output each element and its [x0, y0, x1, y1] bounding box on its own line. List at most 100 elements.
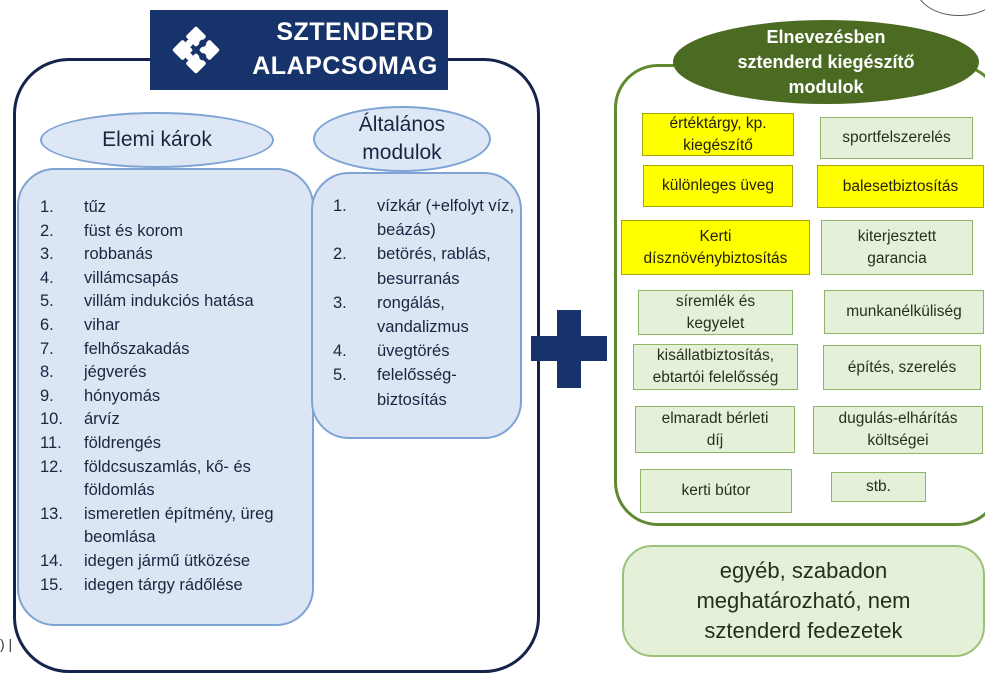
- module-label-line2: ebtartói felelősség: [652, 369, 779, 386]
- list-item-label: földcsuszamlás, kő- és földomlás: [84, 457, 251, 500]
- list-item-label: robbanás: [84, 245, 153, 264]
- puzzle-icon: [172, 26, 220, 74]
- altalanos-heading-line1: Általános: [358, 113, 446, 136]
- list-item-label: üvegtörés: [377, 342, 450, 361]
- module-label-line1: sportfelszerelés: [842, 129, 951, 146]
- list-item-number: 2.: [333, 245, 347, 264]
- package-title-line1: SZTENDERD: [276, 18, 434, 46]
- module-kerti-butor: kerti bútor: [640, 469, 792, 513]
- module-label-line2: költségei: [867, 432, 929, 449]
- list-item: 5. felelősség-biztosítás: [333, 363, 521, 411]
- list-item: 13.ismeretlen építmény, üreg beomlása: [40, 503, 312, 550]
- list-item: 2. füst és korom: [40, 220, 312, 244]
- elemi-karok-heading-text: Elemi károk: [102, 128, 212, 151]
- list-item-label: füst és korom: [84, 221, 184, 240]
- list-item-number: 15.: [40, 575, 63, 594]
- list-item-number: 7.: [40, 339, 54, 358]
- list-item-number: 10.: [40, 410, 63, 429]
- list-item-number: 4.: [40, 268, 54, 287]
- module-ertektargy: értéktárgy, kp. kiegészítő: [642, 113, 794, 156]
- elemi-karok-list: 1. tűz 2. füst és korom 3. robbanás 4. villá…: [40, 196, 312, 597]
- list-item-number: 3.: [40, 245, 54, 264]
- list-item-number: 9.: [40, 386, 54, 405]
- list-item: 14. idegen jármű ütközése: [40, 550, 312, 574]
- list-item-number: 14.: [40, 551, 63, 570]
- module-elmaradt-berleti-dij: elmaradt bérleti díj: [635, 406, 795, 453]
- list-item-label: felhőszakadás: [84, 339, 190, 358]
- module-balesetbiztositas: balesetbiztosítás: [817, 165, 984, 208]
- list-item-label: betörés, rablás, besurranás: [377, 245, 491, 288]
- list-item: 3. robbanás: [40, 243, 312, 267]
- module-label-line1: értéktárgy, kp.: [669, 114, 767, 132]
- module-label-line1: balesetbiztosítás: [842, 177, 959, 195]
- list-item: 15. idegen tárgy rádőlése: [40, 574, 312, 598]
- list-item-number: 5.: [40, 292, 54, 311]
- edge-page-mark: ) |: [0, 636, 13, 652]
- list-item-label: felelősség-biztosítás: [377, 366, 457, 409]
- list-item-number: 1.: [333, 197, 347, 215]
- package-title-banner: SZTENDERD ALAPCSOMAG: [150, 10, 448, 90]
- list-item-label: villámcsapás: [84, 268, 179, 287]
- list-item: 11.földrengés: [40, 432, 312, 456]
- additional-modules-heading-line2: sztenderd kiegészítő: [737, 51, 915, 72]
- module-stb: stb.: [831, 472, 926, 502]
- module-label-line2: díj: [706, 431, 724, 449]
- list-item: 2. betörés, rablás, besurranás: [333, 242, 521, 290]
- list-item: 5. villám indukciós hatása: [40, 290, 312, 314]
- list-item: 1. tűz: [40, 196, 312, 220]
- other-coverages-line1: egyéb, szabadon: [719, 558, 888, 583]
- altalanos-modulok-list-box: 1.vízkár (+elfolyt víz, beázás) 2. betöré…: [311, 172, 522, 439]
- module-label-line2: kiegészítő: [683, 136, 753, 154]
- list-item: 10.árvíz: [40, 408, 312, 432]
- module-label-line1: dugulás-elhárítás: [838, 410, 958, 427]
- list-item: 1.vízkár (+elfolyt víz, beázás): [333, 194, 521, 242]
- list-item: 4.üvegtörés: [333, 339, 521, 363]
- module-epites-szereles: építés, szerelés: [823, 345, 981, 390]
- list-item: 3. rongálás, vandalizmus: [333, 291, 521, 339]
- list-item-label: jégverés: [84, 363, 147, 382]
- list-item: 4. villámcsapás: [40, 267, 312, 291]
- list-item-label: földrengés: [84, 433, 162, 452]
- module-label-line2: garancia: [867, 249, 927, 267]
- list-item: 6.vihar: [40, 314, 312, 338]
- list-item-label: tűz: [84, 198, 107, 216]
- other-coverages-line3: sztenderd fedezetek: [704, 618, 903, 643]
- list-item-label: villám indukciós hatása: [84, 292, 254, 311]
- list-item-number: 2.: [40, 221, 54, 240]
- module-munkanelkuliseg: munkanélküliség: [824, 290, 984, 334]
- plus-icon-horizontal-bar: [531, 336, 607, 361]
- list-item-number: 1.: [40, 198, 54, 216]
- module-sportfelszereles: sportfelszerelés: [820, 117, 973, 159]
- list-item-label: rongálás, vandalizmus: [377, 293, 469, 337]
- list-item-number: 3.: [333, 293, 347, 312]
- list-item-number: 5.: [333, 366, 347, 385]
- list-item-label: idegen tárgy rádőlése: [84, 575, 243, 594]
- module-label-line2: dísznövénybiztosítás: [643, 249, 788, 267]
- corner-arc-decoration: [916, 0, 985, 16]
- package-title-line2: ALAPCSOMAG: [252, 52, 438, 80]
- other-coverages-box: egyéb, szabadon meghatározható, nem szte…: [622, 545, 985, 657]
- altalanos-heading-line2: modulok: [362, 141, 442, 164]
- module-label-line2: kegyelet: [686, 314, 745, 332]
- list-item-number: 8.: [40, 363, 54, 382]
- altalanos-modulok-list: 1.vízkár (+elfolyt víz, beázás) 2. betöré…: [333, 194, 521, 412]
- elemi-karok-heading: Elemi károk: [40, 112, 274, 168]
- module-kisallatbiztositas: kisállatbiztosítás,ebtartói felelősség: [633, 344, 798, 390]
- module-kulonleges-uveg: különleges üveg: [643, 165, 793, 207]
- list-item: 8. jégverés: [40, 361, 312, 385]
- list-item-label: idegen jármű ütközése: [84, 551, 251, 570]
- list-item: 12. földcsuszamlás, kő- és földomlás: [40, 456, 312, 503]
- list-item: 9. hónyomás: [40, 385, 312, 409]
- module-label-line1: különleges üveg: [661, 177, 775, 194]
- list-item-number: 12.: [40, 457, 63, 476]
- module-label-line1: építés, szerelés: [847, 358, 957, 376]
- module-label-line1: stb.: [866, 478, 891, 495]
- module-label-line1: kerti bútor: [681, 482, 751, 499]
- module-label-line1: síremlék és: [675, 292, 756, 310]
- list-item-label: hónyomás: [84, 386, 161, 405]
- other-coverages-line2: meghatározható, nem: [696, 588, 911, 613]
- additional-modules-heading-line3: modulok: [788, 76, 864, 97]
- module-siremlek-kegyelet: síremlék és kegyelet: [638, 290, 793, 335]
- module-label-line1: elmaradt bérleti: [661, 409, 769, 427]
